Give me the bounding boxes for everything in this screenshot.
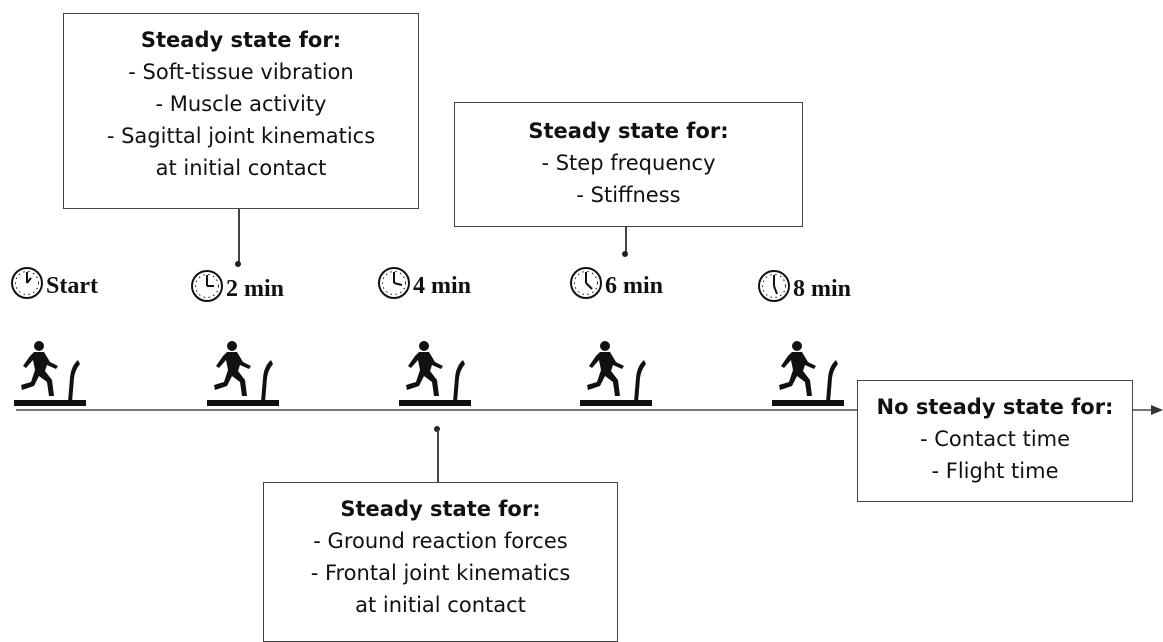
treadmill-runner-icon bbox=[580, 341, 652, 406]
box-item: - Frontal joint kinematics bbox=[310, 561, 571, 585]
timepoint-label: 8 min bbox=[793, 276, 852, 302]
box-item: - Ground reaction forces bbox=[313, 529, 568, 553]
timepoint-6min: 6 min bbox=[569, 266, 663, 300]
steady-state-box-soft-tissue: Steady state for: - Soft-tissue vibratio… bbox=[63, 13, 419, 209]
clock-icon bbox=[378, 267, 410, 299]
treadmill-runner-icon bbox=[399, 341, 471, 406]
connector-line bbox=[625, 227, 627, 254]
timepoint-start: Start bbox=[10, 266, 98, 300]
timepoint-label: 6 min bbox=[605, 273, 664, 299]
timeline-axis bbox=[16, 409, 1156, 411]
timepoint-8min: 8 min bbox=[757, 269, 851, 303]
box-heading: Steady state for: bbox=[140, 28, 342, 52]
treadmill-runner-icon bbox=[207, 341, 279, 406]
connector-line bbox=[437, 429, 439, 482]
box-item: at initial contact bbox=[155, 156, 327, 180]
clock-icon bbox=[11, 267, 43, 299]
treadmill-runner-icon bbox=[14, 341, 86, 406]
timepoint-label: 2 min bbox=[226, 276, 285, 302]
box-item: - Step frequency bbox=[541, 151, 716, 175]
clock-icon bbox=[570, 267, 602, 299]
box-item: - Flight time bbox=[931, 459, 1059, 483]
connector-line bbox=[238, 209, 240, 264]
connector-dot bbox=[235, 261, 241, 267]
box-item: - Soft-tissue vibration bbox=[128, 60, 354, 84]
clock-icon bbox=[758, 270, 790, 302]
connector-dot bbox=[622, 251, 628, 257]
box-item: - Stiffness bbox=[576, 183, 681, 207]
treadmill-runner-icon bbox=[772, 341, 844, 406]
timepoint-2min: 2 min bbox=[190, 269, 284, 303]
timepoint-label: 4 min bbox=[413, 273, 472, 299]
arrow-head-icon bbox=[1151, 405, 1163, 415]
box-heading: Steady state for: bbox=[528, 119, 729, 143]
timepoint-4min: 4 min bbox=[377, 266, 471, 300]
box-item: - Contact time bbox=[919, 427, 1071, 451]
box-item: - Sagittal joint kinematics bbox=[106, 124, 376, 148]
timepoint-label: Start bbox=[46, 273, 98, 299]
steady-state-box-ground: Steady state for: - Ground reaction forc… bbox=[263, 482, 618, 642]
clock-icon bbox=[191, 270, 223, 302]
box-heading: No steady state for: bbox=[876, 395, 1114, 419]
box-item: - Muscle activity bbox=[155, 92, 327, 116]
box-item: at initial contact bbox=[355, 593, 526, 617]
no-steady-state-box: No steady state for: - Contact time - Fl… bbox=[857, 380, 1133, 502]
box-heading: Steady state for: bbox=[340, 497, 541, 521]
steady-state-box-step: Steady state for: - Step frequency - Sti… bbox=[454, 102, 803, 227]
